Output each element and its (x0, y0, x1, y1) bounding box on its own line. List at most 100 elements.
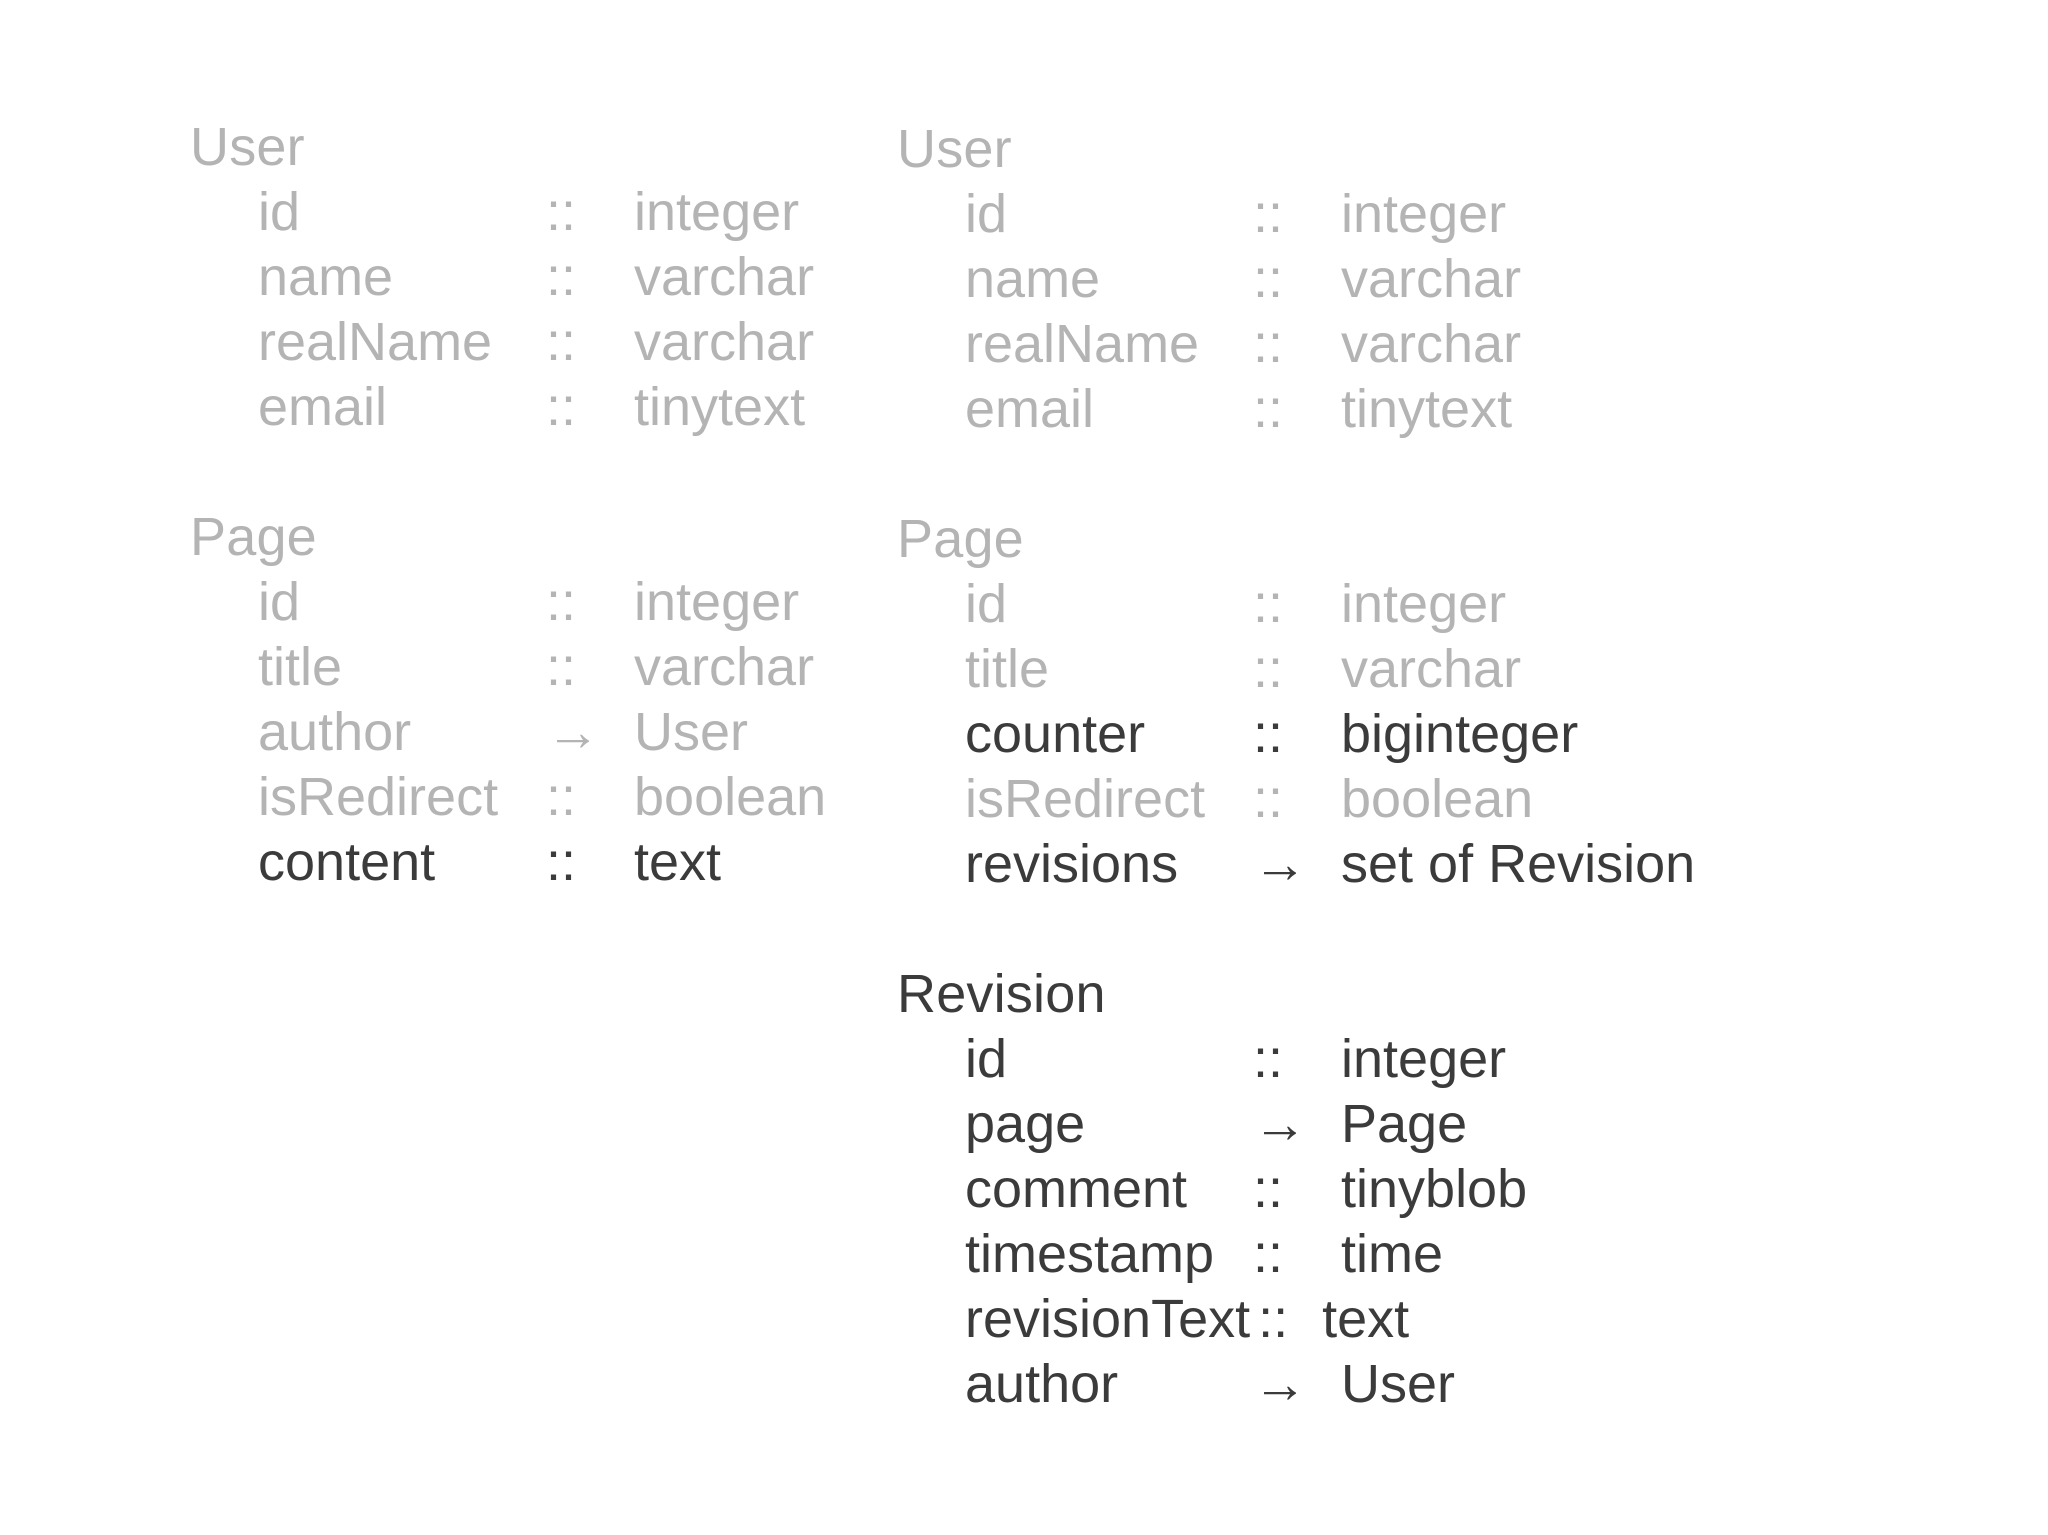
reference-arrow-icon: → (1253, 1354, 1307, 1414)
has-type-symbol-icon: :: (546, 247, 577, 307)
field-name: email (258, 377, 388, 437)
field-type: tinytext (1341, 379, 1513, 439)
field-type: tinyblob (1341, 1159, 1528, 1219)
reference-arrow-icon: → (1253, 834, 1307, 894)
field-row: title::varchar (190, 635, 826, 700)
field-name: name (258, 247, 394, 307)
field-name: id (965, 574, 1008, 634)
has-type-symbol-icon: :: (546, 572, 577, 632)
field-row: counter::biginteger (897, 702, 1695, 767)
field-row: comment::tinyblob (897, 1157, 1695, 1222)
has-type-symbol-icon: :: (546, 637, 577, 697)
field-name: realName (965, 314, 1200, 374)
field-name: revisions (965, 834, 1179, 894)
entity-spacer (897, 442, 1695, 507)
has-type-symbol-icon: :: (546, 377, 577, 437)
has-type-symbol-icon: :: (546, 832, 577, 892)
field-row: author → User (897, 1352, 1695, 1417)
field-row: email::tinytext (897, 377, 1695, 442)
has-type-symbol-icon: :: (1253, 574, 1284, 634)
field-row: revisionText::text (897, 1287, 1695, 1352)
field-type: tinytext (634, 377, 806, 437)
field-row: realName::varchar (190, 310, 826, 375)
field-row: id::integer (897, 182, 1695, 247)
entity-name: User (897, 119, 1012, 179)
field-row: timestamp::time (897, 1222, 1695, 1287)
field-type: text (1322, 1289, 1410, 1349)
has-type-symbol-icon: :: (546, 767, 577, 827)
field-row: isRedirect::boolean (190, 765, 826, 830)
field-name: page (965, 1094, 1086, 1154)
field-name: author (965, 1354, 1119, 1414)
field-type: User (634, 702, 749, 762)
has-type-symbol-icon: :: (1253, 379, 1284, 439)
field-type: integer (1341, 184, 1507, 244)
field-name: content (258, 832, 436, 892)
field-row: id::integer (190, 570, 826, 635)
has-type-symbol-icon: :: (1253, 769, 1284, 829)
field-row: revisions→set of Revision (897, 832, 1695, 897)
field-type: text (634, 832, 722, 892)
field-type: time (1341, 1224, 1444, 1284)
field-row: email::tinytext (190, 375, 826, 440)
field-type: biginteger (1341, 704, 1579, 764)
field-type: varchar (634, 637, 815, 697)
has-type-symbol-icon: :: (546, 182, 577, 242)
field-row: id::integer (897, 1027, 1695, 1092)
field-row: name::varchar (897, 247, 1695, 312)
field-row: id::integer (897, 572, 1695, 637)
field-type: varchar (634, 312, 815, 372)
field-type: integer (634, 572, 800, 632)
has-type-symbol-icon: :: (1258, 1289, 1289, 1349)
field-type: varchar (1341, 314, 1522, 374)
has-type-symbol-icon: :: (1253, 704, 1284, 764)
entity-name: Revision (897, 964, 1106, 1024)
has-type-symbol-icon: :: (1253, 1224, 1284, 1284)
has-type-symbol-icon: :: (1253, 184, 1284, 244)
field-name: isRedirect (258, 767, 499, 827)
field-type: integer (1341, 1029, 1507, 1089)
field-name: id (965, 1029, 1008, 1089)
field-type: varchar (634, 247, 815, 307)
field-type: User (1341, 1354, 1456, 1414)
field-type: boolean (634, 767, 827, 827)
field-row: id::integer (190, 180, 826, 245)
reference-arrow-icon: → (1253, 1094, 1307, 1154)
field-type: varchar (1341, 639, 1522, 699)
reference-arrow-icon: → (546, 702, 600, 762)
field-name: email (965, 379, 1095, 439)
entity-name: Page (897, 509, 1024, 569)
entity-name: User (190, 117, 305, 177)
entity-spacer (897, 897, 1695, 962)
field-row: isRedirect::boolean (897, 767, 1695, 832)
field-row: title::varchar (897, 637, 1695, 702)
field-type: integer (634, 182, 800, 242)
field-type: varchar (1341, 249, 1522, 309)
field-name: name (965, 249, 1101, 309)
field-name: counter (965, 704, 1146, 764)
field-row: author → User (190, 700, 826, 765)
field-name: title (965, 639, 1050, 699)
field-name: id (258, 182, 301, 242)
field-name: comment (965, 1159, 1188, 1219)
field-name: isRedirect (965, 769, 1206, 829)
field-name: author (258, 702, 412, 762)
field-row: realName::varchar (897, 312, 1695, 377)
has-type-symbol-icon: :: (1253, 314, 1284, 374)
field-row: content::text (190, 830, 826, 895)
has-type-symbol-icon: :: (1253, 1029, 1284, 1089)
field-row: name::varchar (190, 245, 826, 310)
has-type-symbol-icon: :: (546, 312, 577, 372)
